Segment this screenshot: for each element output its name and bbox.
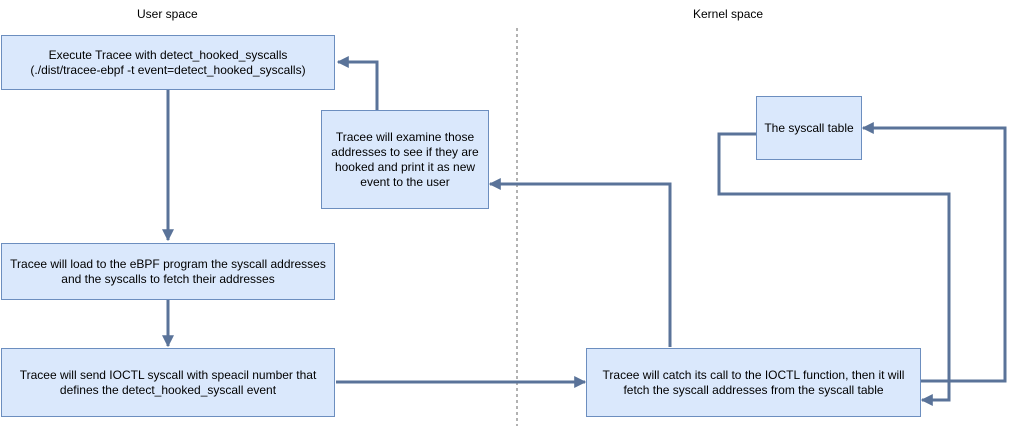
edge-table-to-catch: [717, 132, 951, 406]
node-catch-line-2: fetch the syscall addresses from the sys…: [623, 382, 884, 397]
node-examine-line-1: Tracee will examine those: [335, 129, 475, 144]
node-examine-line-2: addresses to see if they are: [331, 144, 479, 159]
node-catch-ioctl: Tracee will catch its call to the IOCTL …: [586, 348, 921, 417]
node-examine-line-3: hooked and print it as new: [334, 159, 476, 174]
node-load-ebpf: Tracee will load to the eBPF program the…: [1, 243, 335, 300]
node-table-line-1: The syscall table: [764, 120, 854, 135]
node-execute-line-1: Execute Tracee with detect_hooked_syscal…: [48, 47, 288, 62]
node-execute-tracee: Execute Tracee with detect_hooked_syscal…: [1, 35, 335, 90]
node-syscall-table: The syscall table: [756, 96, 862, 160]
kernel-space-label: Kernel space: [693, 7, 764, 21]
edge-catch-to-examine: [488, 178, 672, 347]
node-send-line-2: defines the detect_hooked_syscall event: [59, 382, 277, 397]
node-load-line-2: and the syscalls to fetch their addresse…: [61, 271, 275, 286]
edge-examine-to-execute: [336, 56, 379, 110]
node-catch-line-1: Tracee will catch its call to the IOCTL …: [602, 367, 905, 382]
edge-catch-to-table: [861, 122, 1007, 383]
node-examine-addresses: Tracee will examine those addresses to s…: [321, 110, 489, 209]
user-space-label: User space: [137, 7, 198, 21]
node-execute-line-2: (./dist/tracee-ebpf -t event=detect_hook…: [30, 62, 306, 77]
node-send-ioctl: Tracee will send IOCTL syscall with spea…: [1, 348, 335, 417]
node-load-line-1: Tracee will load to the eBPF program the…: [10, 256, 326, 271]
node-examine-line-4: event to the user: [360, 174, 450, 189]
node-send-line-1: Tracee will send IOCTL syscall with spea…: [19, 367, 317, 382]
